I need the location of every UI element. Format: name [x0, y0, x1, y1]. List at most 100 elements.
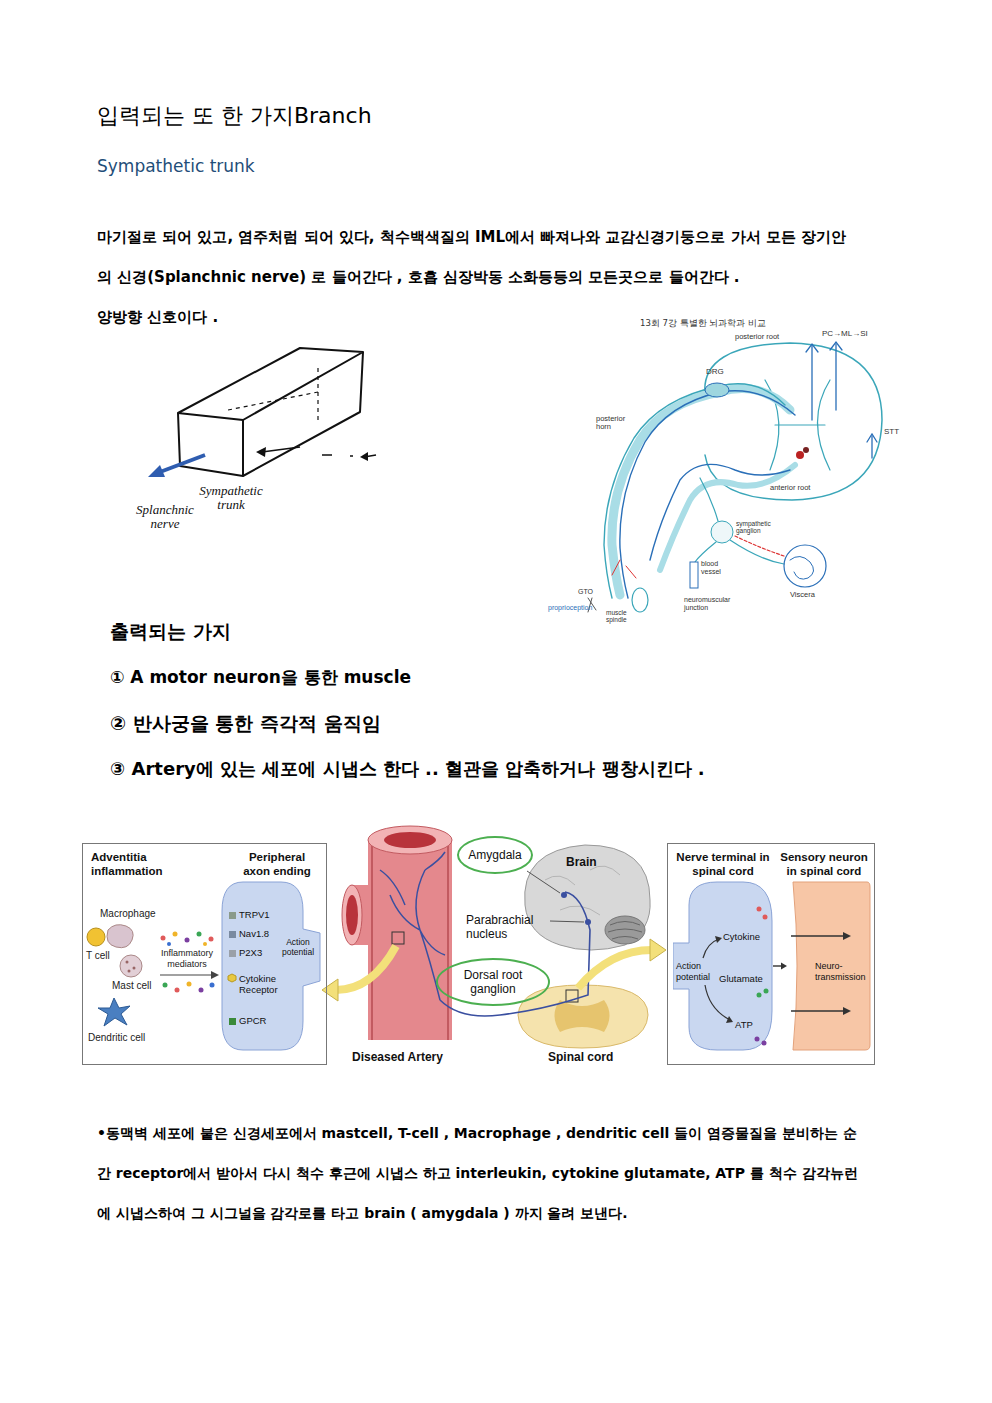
illustration-part — [228, 974, 236, 982]
arrow-line — [773, 965, 782, 966]
illustration-part — [128, 970, 131, 973]
figure-panel: Nerve terminal in spinal cordSensory neu… — [667, 843, 875, 1065]
node-text: Peripheral axon ending — [235, 851, 319, 879]
illustration-part — [735, 536, 784, 556]
sensory-neuron: Neuro-transmission — [787, 881, 871, 1051]
illustration-part — [203, 942, 207, 946]
illustration-part — [673, 882, 772, 1050]
illustration-part — [555, 1000, 610, 1032]
illustration-part — [763, 915, 768, 920]
illustration-part — [126, 961, 129, 964]
vessel-symbol — [690, 562, 698, 588]
arrow-head — [148, 465, 165, 477]
illustration-part — [178, 348, 363, 420]
illustration-part — [726, 1016, 733, 1023]
leader-line — [527, 871, 584, 922]
brain — [525, 845, 650, 950]
illustration-part — [229, 912, 236, 919]
node-text: Sensory neuron in spinal cord — [776, 851, 872, 879]
highlight-ellipse: Amygdala — [457, 836, 533, 874]
illustration-part — [229, 1018, 236, 1025]
illustration-part — [757, 993, 762, 998]
illustration-part — [322, 455, 353, 456]
arrow-head — [781, 963, 787, 970]
figure-caption: 13회 7강 특별한 뇌과학과 비교 — [640, 318, 860, 328]
illustration-part — [167, 942, 171, 946]
illustration-part — [700, 478, 718, 521]
illustration-part — [120, 955, 142, 977]
illustration-part — [98, 998, 130, 1026]
sensory-pathway — [440, 892, 590, 1016]
illustration-part — [368, 826, 452, 854]
part-label: DRG — [706, 368, 736, 377]
list-item: ① A motor neuron을 통한 muscle — [110, 667, 710, 687]
spinal-cord — [518, 985, 648, 1048]
illustration-part — [243, 352, 363, 476]
illustration-part — [384, 832, 436, 848]
part-label: Parabrachial nucleus — [466, 913, 548, 942]
axon-ending: TRPV1Nav1.8P2X3Cytokine ReceptorGPCRActi… — [221, 881, 321, 1051]
cell-label: Dendritic cell — [88, 1032, 168, 1044]
illustration-part — [755, 1037, 760, 1042]
part-label: muscle spindle — [606, 609, 632, 623]
immune-cells — [87, 925, 142, 1026]
cell-label: Mast cell — [112, 980, 162, 992]
part-label: neuromuscular junction — [684, 596, 736, 611]
illustration-part — [806, 342, 877, 442]
artery — [342, 826, 452, 1040]
node-text: Action potential — [276, 937, 320, 957]
viscera-symbol — [784, 545, 826, 587]
illustration-part — [764, 989, 769, 994]
part-label: Spinal cord — [548, 1050, 638, 1064]
illustration-part — [368, 840, 452, 1040]
illustration-part — [525, 845, 650, 950]
illustration-part — [632, 588, 648, 612]
section-heading: 출력되는 가지 — [110, 620, 410, 643]
node-text: P2X3 — [239, 947, 275, 958]
nerve-terminal: CytokineAction potentialGlutamateATP — [673, 881, 773, 1051]
illustration-part — [222, 882, 320, 1050]
part-label: anterior root — [770, 484, 832, 492]
splanchnic-arrow — [160, 455, 205, 472]
illustration-part — [187, 982, 192, 987]
part-label: Diseased Artery — [352, 1050, 462, 1064]
illustration-part — [199, 988, 204, 993]
illustration-part — [608, 922, 642, 940]
part-label: posterior root — [735, 333, 797, 341]
cell-label: Inflammatory mediators — [150, 948, 224, 970]
part-label: GTO — [578, 588, 600, 596]
illustration-part — [793, 882, 870, 1050]
synapse-dot — [803, 447, 809, 453]
node-text: Dorsal root ganglion — [447, 968, 539, 997]
sketch-label: Sympathetic trunk — [184, 484, 278, 513]
illustration-part — [175, 988, 180, 993]
list-item: ② 반사궁을 통한 즉각적 움직임 — [110, 712, 710, 735]
illustration-part — [262, 447, 300, 452]
node-text: Neuro-transmission — [815, 961, 870, 983]
body-text: •동맥벽 세포에 붙은 신경세포에서 mastcell, T-cell , Ma… — [97, 1113, 862, 1233]
node-text: Cytokine — [723, 931, 769, 942]
illustration-part — [161, 936, 166, 941]
illustration-part — [843, 1007, 851, 1015]
illustration-part — [518, 985, 648, 1048]
spinal-diagram — [588, 342, 882, 612]
node-text: Cytokine Receptor — [239, 973, 287, 996]
nucleus-dot — [585, 919, 591, 925]
part-label: Viscera — [790, 591, 830, 599]
illustration-part — [715, 936, 722, 943]
arrow-head — [322, 979, 338, 1001]
zoom-arrow — [578, 950, 652, 988]
illustration-part — [346, 895, 358, 935]
illustration-part — [612, 389, 790, 595]
signal-arrow — [773, 963, 787, 970]
highlight-ellipse: Dorsal root ganglion — [436, 958, 550, 1006]
arrow-head — [650, 939, 666, 961]
part-label: Brain — [566, 855, 606, 869]
node-text: TRPV1 — [239, 909, 289, 920]
node-text: Glutamate — [719, 973, 771, 984]
mediator-arrow — [160, 974, 212, 975]
